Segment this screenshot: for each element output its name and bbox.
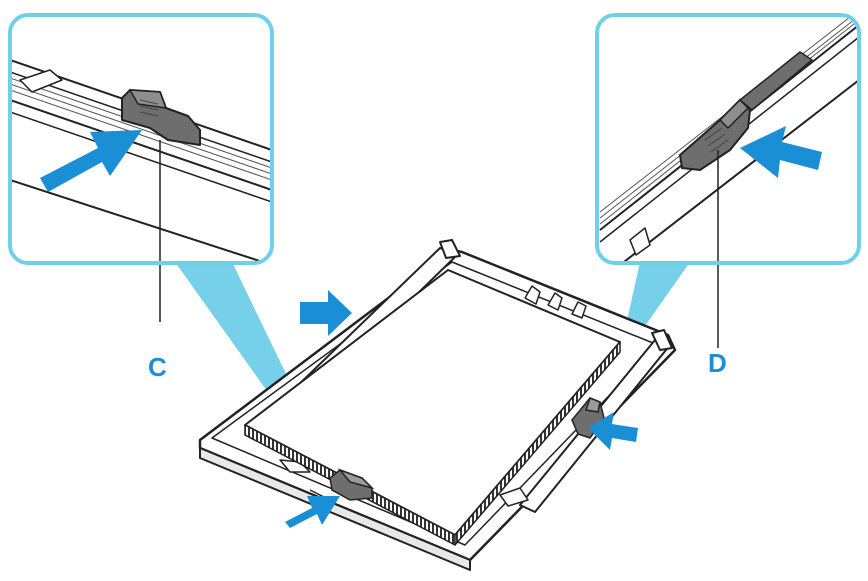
arrow-icon bbox=[588, 412, 638, 450]
paper-guide-icon bbox=[329, 468, 375, 501]
arrow-icon bbox=[285, 496, 340, 528]
callout-zoom-right bbox=[595, 13, 861, 348]
label-d: D bbox=[708, 348, 727, 378]
arrow-icon bbox=[300, 290, 352, 336]
arrow-icon bbox=[740, 126, 822, 178]
label-c: C bbox=[148, 352, 167, 382]
callout-zoom-left bbox=[8, 13, 274, 322]
arrow-icon bbox=[40, 130, 142, 192]
